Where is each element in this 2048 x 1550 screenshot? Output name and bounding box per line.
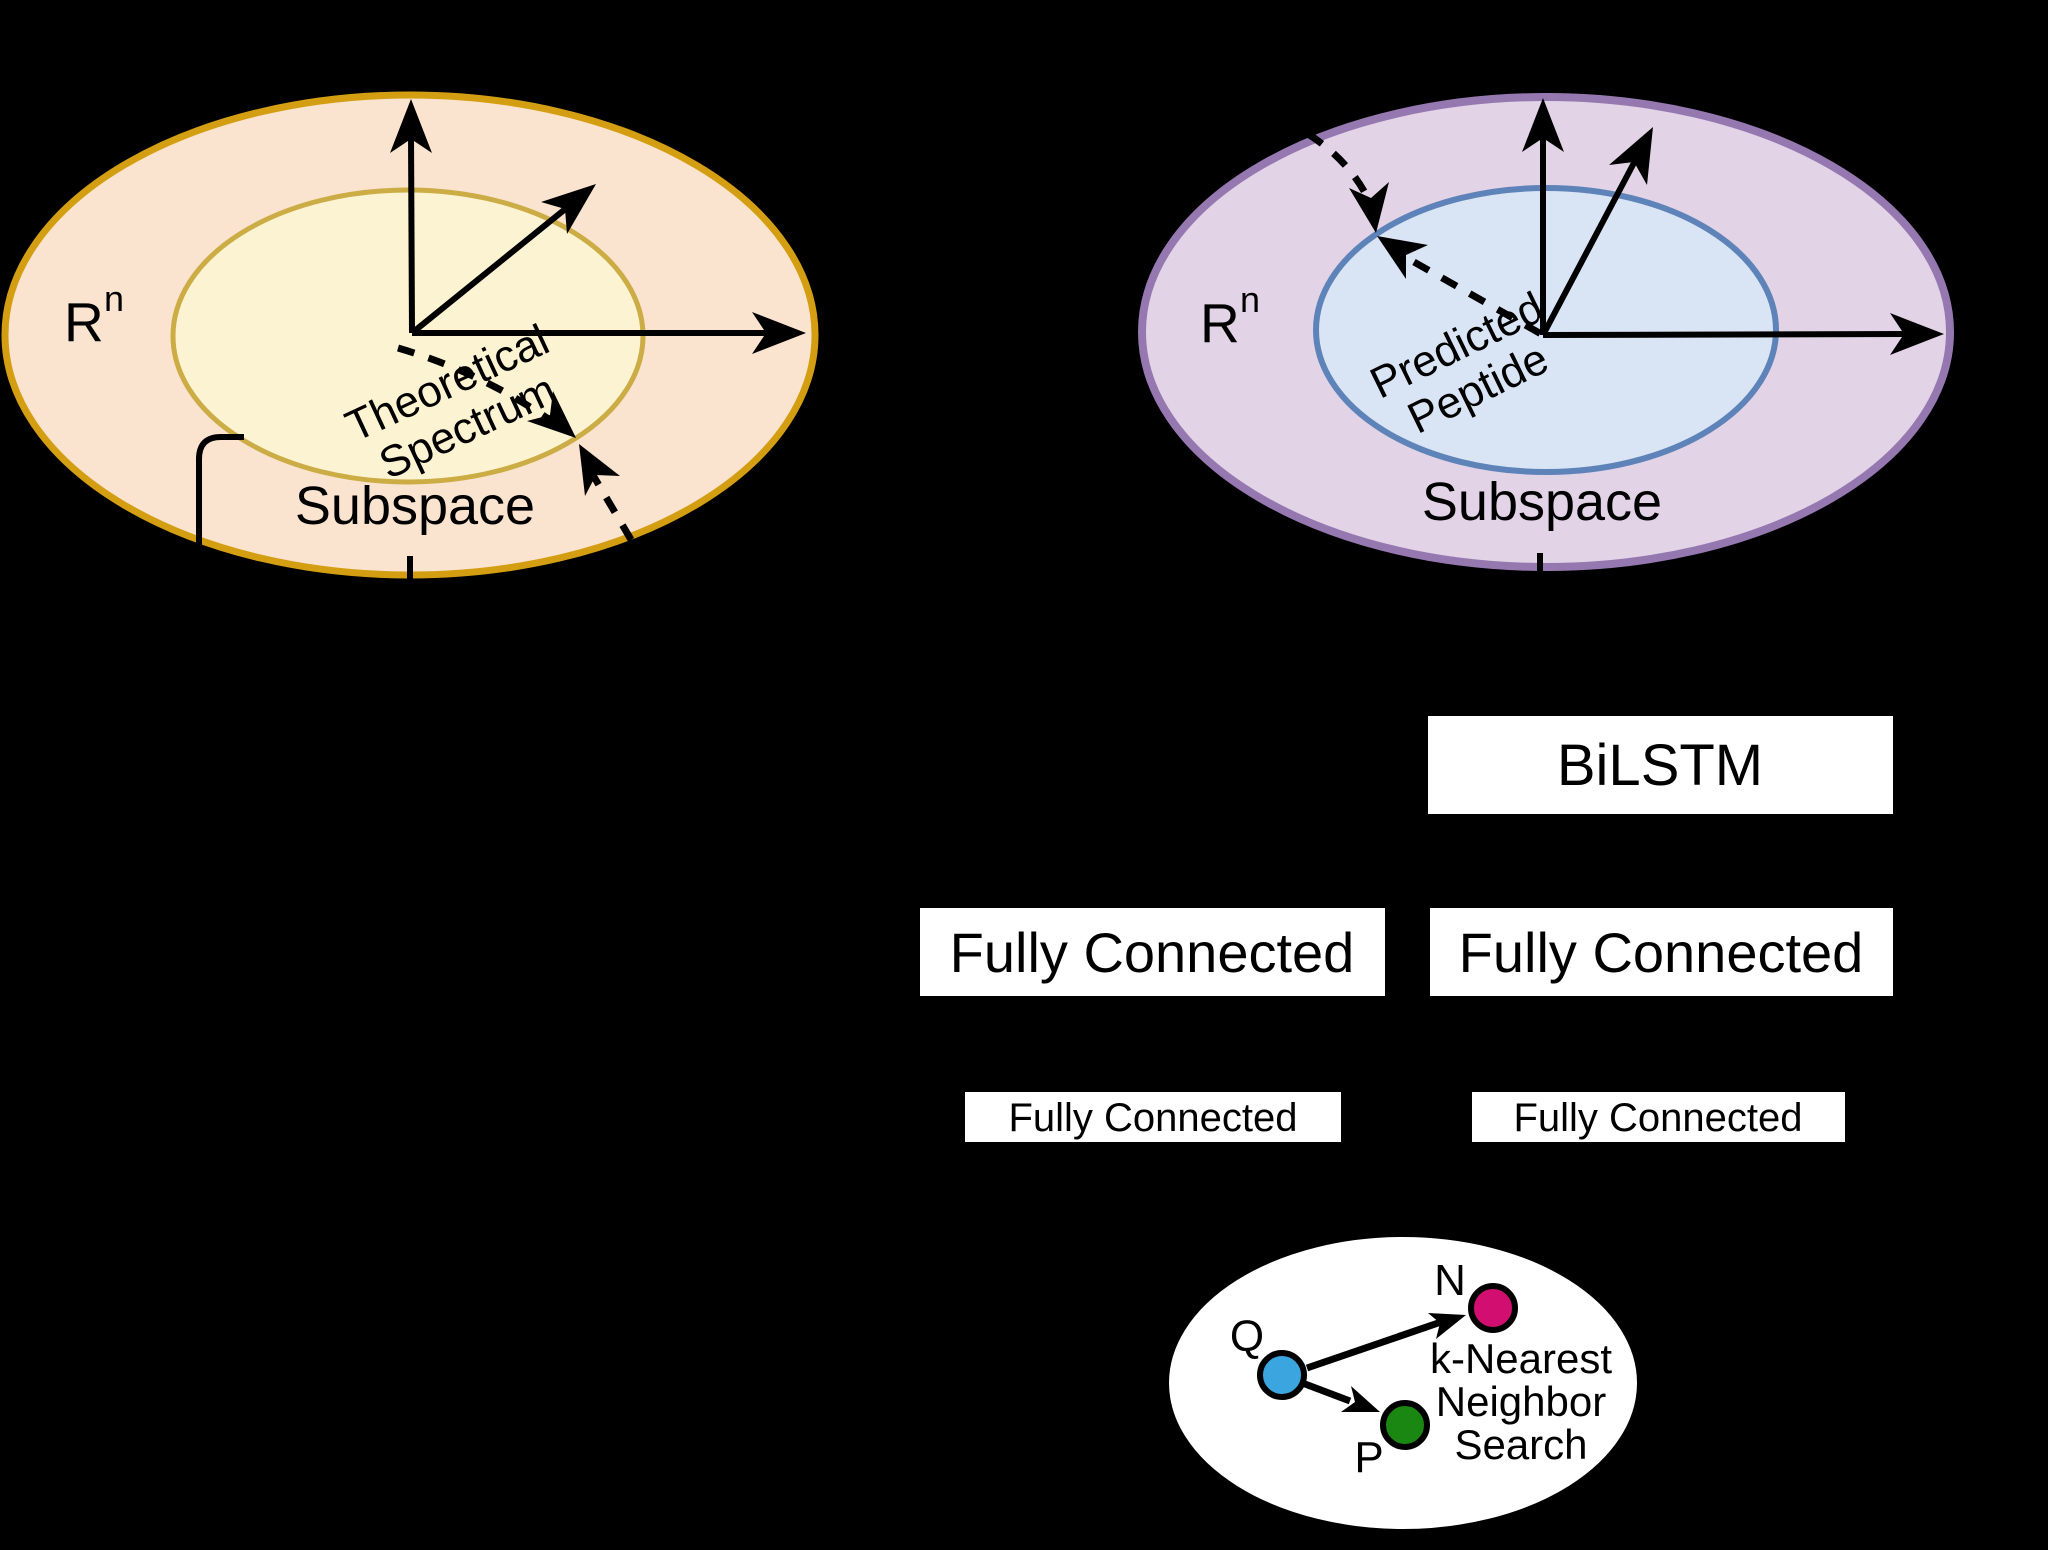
- fc-small-left-label: Fully Connected: [1008, 1096, 1297, 1140]
- fc-large-right-label: Fully Connected: [1459, 921, 1864, 984]
- knn-ellipse: [1165, 1233, 1641, 1533]
- knn-arrow-q-to-p-head-icon: [1341, 1386, 1380, 1412]
- knn-caption-line1: k-Nearest: [1430, 1335, 1612, 1382]
- left-y-axis-arrowhead-icon: [390, 99, 432, 153]
- fc-small-right-box: [1472, 1092, 1845, 1142]
- knn-p-point: [1380, 1400, 1430, 1450]
- knn-query-point: [1257, 1350, 1307, 1400]
- right-dashed-arrows: [1306, 131, 1545, 339]
- right-dashed-arrowhead-up-icon: [1377, 236, 1428, 279]
- left-diagonal-arrowhead-icon: [541, 184, 596, 234]
- knn-query-label: Q: [1230, 1312, 1264, 1361]
- left-x-axis-arrowhead-icon: [752, 312, 806, 354]
- right-dashed-arrow-down: [1306, 131, 1375, 207]
- left-dashed-arrows: [397, 344, 647, 562]
- knn-caption-line2: Neighbor: [1436, 1378, 1606, 1425]
- right-diagonal-axis-shaft: [1540, 157, 1639, 337]
- right-space-exponent: n: [1240, 279, 1260, 320]
- right-x-axis-arrowhead-icon: [1890, 313, 1944, 355]
- knn-caption-line3: Search: [1454, 1421, 1587, 1468]
- fc-large-left-label: Fully Connected: [950, 921, 1355, 984]
- knn-caption: k-Nearest Neighbor Search: [1430, 1335, 1612, 1468]
- left-callout-elbow-line: [196, 434, 244, 578]
- right-dashed-arrow-up: [1412, 258, 1545, 339]
- fc-small-left-box: [965, 1092, 1341, 1142]
- right-y-axis-arrowhead-icon: [1522, 98, 1564, 152]
- knn-arrow-q-to-n-head-icon: [1428, 1313, 1466, 1339]
- right-subspace-diagram: R n Subspace Predicted Peptide: [1138, 93, 1954, 576]
- left-dashed-arrowhead-up-icon: [579, 444, 620, 496]
- left-subspace-label: Subspace: [295, 476, 535, 536]
- left-dashed-arrowhead-down-icon: [527, 391, 576, 438]
- bilstm-box: [1428, 716, 1893, 814]
- right-axes: [1522, 98, 1944, 355]
- right-diagonal-arrowhead-icon: [1609, 127, 1653, 185]
- left-y-axis-shaft: [408, 135, 415, 334]
- left-space-exponent: n: [104, 278, 124, 319]
- left-diagonal-axis-shaft: [410, 203, 571, 336]
- fc-small-right-label: Fully Connected: [1513, 1096, 1802, 1140]
- fc-large-right-box: [1430, 908, 1893, 996]
- right-space-symbol: R: [1200, 292, 1240, 354]
- right-subspace-label: Subspace: [1422, 472, 1662, 532]
- knn-arrow-q-to-n-shaft: [1305, 1317, 1446, 1372]
- knn-neighbor-point: [1468, 1283, 1518, 1333]
- knn-diagram: Q N P k-Nearest Neighbor Search: [1165, 1233, 1641, 1533]
- right-x-axis-shaft: [1542, 331, 1909, 338]
- knn-arrow-q-to-p-shaft: [1303, 1380, 1352, 1405]
- left-space-symbol: R: [64, 291, 104, 353]
- encoder-network: BiLSTM Fully Connected Fully Connected F…: [920, 716, 1893, 1142]
- knn-p-label: P: [1354, 1433, 1383, 1482]
- left-axes: [390, 99, 806, 354]
- right-dashed-arrowhead-down-icon: [1349, 182, 1389, 233]
- fc-large-left-box: [920, 908, 1385, 996]
- bilstm-label: BiLSTM: [1557, 733, 1763, 798]
- left-subspace-diagram: R n Subspace Theoretical Spectrum: [1, 91, 819, 579]
- knn-neighbor-label: N: [1434, 1256, 1466, 1305]
